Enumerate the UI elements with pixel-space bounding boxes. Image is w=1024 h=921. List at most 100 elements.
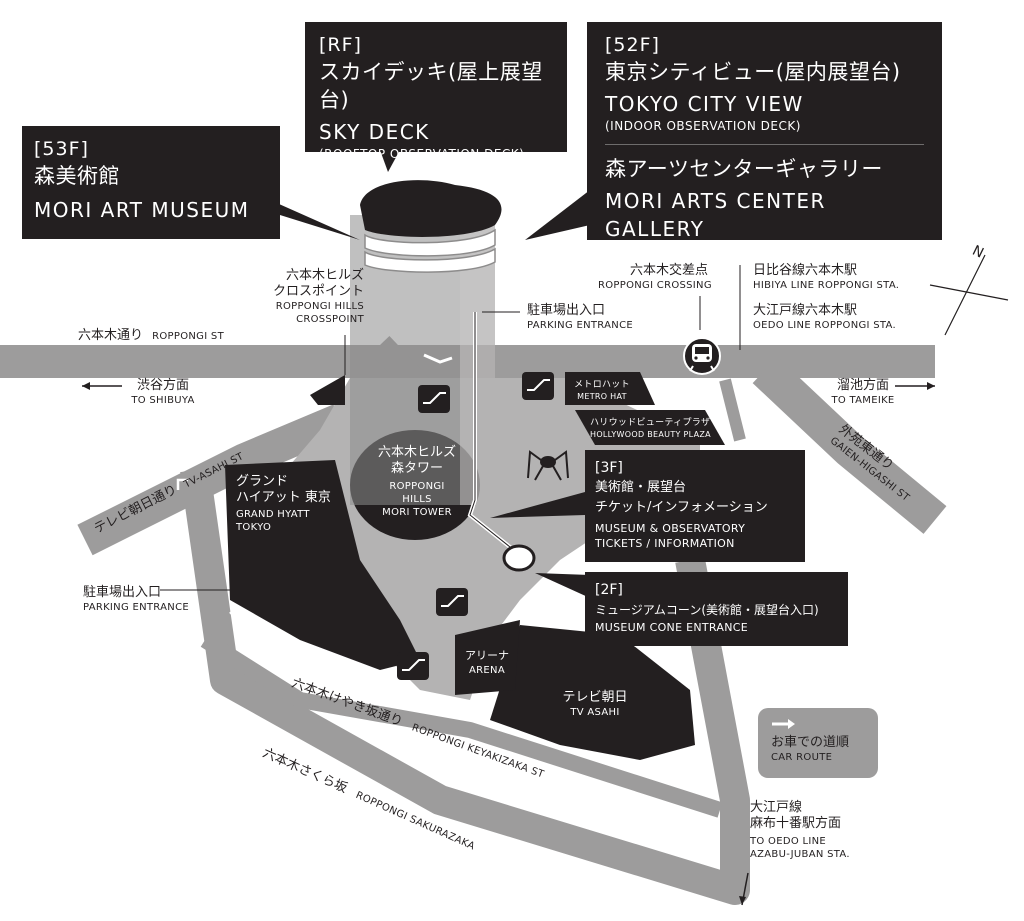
parking-left-label: 駐車場出入口 PARKING ENTRANCE (83, 585, 189, 614)
compass-north-icon (929, 254, 1009, 336)
tower-ring-2 (364, 247, 496, 273)
callout-52f-floor: [52F] (605, 34, 660, 56)
grand-hyatt-building (225, 460, 420, 670)
callout-2f-floor: [2F] (595, 582, 623, 598)
oedo-ja: 大江戸線六本木駅 (753, 303, 858, 318)
mori-tower-ja1: 六本木ヒルズ (377, 445, 456, 460)
grand-hyatt-label: グランド ハイアット 東京 GRAND HYATT TOKYO (236, 474, 331, 534)
spider-sculpture-icon (527, 450, 569, 481)
crosspoint-en2: CROSSPOINT (296, 314, 364, 325)
mori-tower-en1: ROPPONGI (389, 481, 445, 492)
callout-rf-ja: スカイデッキ(屋上展望台) (319, 60, 543, 112)
crosspoint-building (310, 375, 345, 405)
tv-asahi-en: TV ASAHI (570, 707, 620, 718)
metro-hat-building (565, 372, 655, 405)
tameike-label: 溜池方面 TO TAMEIKE (828, 378, 898, 407)
callout-3f-ja2: チケット/インフォメーション (595, 500, 768, 515)
grand-hyatt-en1: GRAND HYATT (236, 509, 310, 520)
callout-53f-ja: 森美術館 (34, 164, 120, 188)
callout-3f-ja1: 美術館・展望台 (595, 480, 687, 495)
parking-left-ja: 駐車場出入口 (83, 585, 162, 600)
parking-left-en: PARKING ENTRANCE (83, 602, 189, 613)
azabu-en1: TO OEDO LINE (750, 836, 827, 847)
hibiya-en: HIBIYA LINE ROPPONGI STA. (753, 280, 900, 291)
shibuya-label: 渋谷方面 TO SHIBUYA (128, 378, 198, 407)
metro-hat-label: メトロハット METRO HAT (567, 380, 637, 402)
oedo-en: OEDO LINE ROPPONGI STA. (753, 320, 896, 331)
roppongi-st-en: ROPPONGI ST (152, 331, 224, 342)
arena-ja: アリーナ (465, 649, 509, 662)
callout-52f-en: TOKYO CITY VIEW (605, 92, 804, 116)
crossing-ja: 六本木交差点 (629, 263, 708, 278)
callout-2f-en: MUSEUM CONE ENTRANCE (595, 621, 749, 634)
hollywood-en: HOLLYWOOD BEAUTY PLAZA (590, 430, 711, 439)
crosspoint-ja2: クロスポイント (272, 284, 364, 299)
callout-53f: [53F] 森美術館 MORI ART MUSEUM (22, 126, 280, 239)
metro-hat-ja: メトロハット (574, 380, 630, 390)
tameike-ja: 溜池方面 (836, 378, 889, 393)
hollywood-plaza-building (575, 410, 725, 445)
mori-tower-ja2: 森タワー (390, 461, 443, 476)
parking-top-ja: 駐車場出入口 (527, 303, 606, 318)
arena-label: アリーナ ARENA (458, 648, 516, 677)
azabu-label: 大江戸線 麻布十番駅方面 TO OEDO LINE AZABU-JUBAN ST… (750, 800, 850, 861)
oedo-label: 大江戸線六本木駅 OEDO LINE ROPPONGI STA. (753, 303, 896, 332)
grand-hyatt-ja1: グランド (236, 474, 289, 489)
callout-rf-en: SKY DECK (319, 120, 430, 144)
pointer-2f (535, 573, 590, 598)
pointer-rf (380, 150, 400, 172)
parking-top-label: 駐車場出入口 PARKING ENTRANCE (527, 303, 633, 332)
car-route-en: CAR ROUTE (771, 752, 833, 763)
sky-deck-top (360, 180, 502, 237)
callout-52f-divider (605, 144, 924, 145)
pointer-53f (270, 200, 360, 240)
shibuya-en: TO SHIBUYA (131, 395, 195, 406)
callout-53f-floor: [53F] (34, 138, 89, 160)
crosspoint-en1: ROPPONGI HILLS (275, 301, 364, 312)
callout-3f-en1: MUSEUM & OBSERVATORY (595, 522, 746, 535)
keyakizaka-road (200, 633, 723, 818)
callout-52f-en2: MORI ARTS CENTER GALLERY (605, 189, 826, 241)
hollywood-ja: ハリウッドビューティプラザ (590, 418, 711, 428)
callout-53f-en: MORI ART MUSEUM (34, 198, 250, 222)
crosspoint-ja: 六本木ヒルズ (285, 268, 364, 283)
parking-top-en: PARKING ENTRANCE (527, 320, 633, 331)
crossing-label: 六本木交差点 ROPPONGI CROSSING (598, 263, 712, 292)
tv-asahi-ja: テレビ朝日 (562, 690, 628, 705)
mori-tower-label: 六本木ヒルズ 森タワー ROPPONGI HILLS MORI TOWER (362, 445, 472, 519)
callout-rf-floor: [RF] (319, 34, 362, 56)
mori-tower-en2: HILLS (402, 494, 432, 505)
azabu-ja1: 大江戸線 (750, 800, 803, 815)
car-route-label: お車での道順 CAR ROUTE (771, 735, 849, 764)
roppongi-st-ja: 六本木通り (78, 328, 144, 343)
callout-2f-ja: ミュージアムコーン(美術館・展望台入口) (595, 603, 819, 617)
tv-asahi-st-road (77, 404, 347, 556)
crossing-en: ROPPONGI CROSSING (598, 280, 712, 291)
arrow-right-icon (895, 382, 935, 390)
hibiya-label: 日比谷線六本木駅 HIBIYA LINE ROPPONGI STA. (753, 263, 899, 292)
callout-3f-en2: TICKETS / INFORMATION (595, 537, 735, 550)
callout-2f: [2F] ミュージアムコーン(美術館・展望台入口) MUSEUM CONE EN… (585, 572, 848, 646)
callout-52f-en-sub: (INDOOR OBSERVATION DECK) (605, 119, 801, 133)
car-route-legend-arrow-icon (772, 719, 795, 729)
pointer-3f (490, 492, 585, 518)
callout-rf: [RF] スカイデッキ(屋上展望台) SKY DECK (ROOFTOP OBS… (305, 22, 567, 161)
station-connector-road (719, 378, 746, 442)
arena-shape (455, 620, 520, 695)
buildings (225, 372, 725, 760)
tower-ring-1 (364, 228, 496, 257)
arrow-down-icon (739, 872, 749, 906)
museum-cone (502, 544, 536, 572)
pointer-52f (525, 190, 590, 240)
arena-en: ARENA (469, 665, 505, 676)
hibiya-ja: 日比谷線六本木駅 (753, 263, 858, 278)
escalator-icon (397, 372, 554, 680)
mori-tower-en3: MORI TOWER (382, 507, 452, 518)
hollywood-label: ハリウッドビューティプラザ HOLLYWOOD BEAUTY PLAZA (590, 418, 711, 440)
tv-asahi-building (490, 625, 695, 760)
ramp-arrow-icon (423, 353, 453, 364)
grand-hyatt-en2: TOKYO (236, 522, 272, 533)
gaien-higashi-road (752, 356, 947, 534)
callout-52f-ja: 東京シティビュー(屋内展望台) (605, 60, 901, 84)
